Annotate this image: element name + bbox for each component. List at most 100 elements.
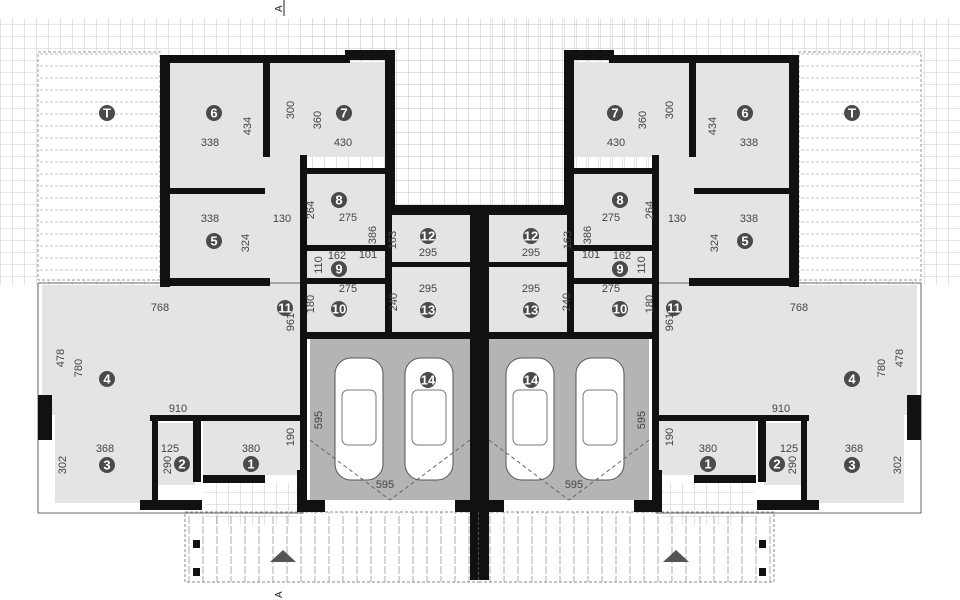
dimension-label: 780 xyxy=(876,359,888,377)
dimension-label: 275 xyxy=(602,212,620,224)
wall xyxy=(193,540,200,548)
dimension-label: 290 xyxy=(787,456,799,474)
dimension-label: 386 xyxy=(582,226,594,244)
car-icon xyxy=(404,357,454,481)
wall xyxy=(694,475,756,483)
room-number: 9 xyxy=(335,262,342,277)
dimension-label: 180 xyxy=(644,295,656,313)
wall xyxy=(303,278,388,284)
dimension-label: 910 xyxy=(169,403,187,415)
dimension-label: 300 xyxy=(664,101,676,119)
room-number: 1 xyxy=(247,457,254,472)
room-floor xyxy=(158,423,195,485)
room-number-badge xyxy=(844,371,860,387)
room-number: 9 xyxy=(616,262,623,277)
dimension-label: 240 xyxy=(561,293,573,311)
dimension-label: 780 xyxy=(73,359,85,377)
paving xyxy=(184,511,481,583)
dimension-label: 130 xyxy=(273,213,291,225)
room-number: 4 xyxy=(848,372,856,387)
dimension-label: 290 xyxy=(162,456,174,474)
dimension-label: 130 xyxy=(668,213,686,225)
room-number: 3 xyxy=(848,458,855,473)
wall xyxy=(759,568,766,576)
room-number-badge xyxy=(206,105,222,121)
section-marker-top: A xyxy=(274,5,285,12)
room-number: 3 xyxy=(103,458,110,473)
room-number-badge xyxy=(99,457,115,473)
wall xyxy=(689,62,696,157)
wall xyxy=(193,568,200,576)
wall xyxy=(789,55,799,287)
room-number: 10 xyxy=(613,302,627,317)
room-number-badge xyxy=(420,228,436,244)
wall xyxy=(907,395,921,440)
car-roof xyxy=(411,389,447,446)
room-number-badge xyxy=(523,302,539,318)
dimension-label: 430 xyxy=(607,137,625,149)
dimension-label: 162 xyxy=(613,250,631,262)
dimension-label: 595 xyxy=(565,479,583,491)
room-number: 2 xyxy=(178,457,185,472)
room-number: 1 xyxy=(704,457,711,472)
dimension-label: 961 xyxy=(664,313,676,331)
wall xyxy=(160,278,270,286)
room-number-badge xyxy=(331,301,347,317)
room-number: 7 xyxy=(611,106,618,121)
dimension-label: 275 xyxy=(339,283,357,295)
room-number: 14 xyxy=(421,373,436,388)
room-number: 5 xyxy=(210,234,217,249)
wall xyxy=(385,50,395,215)
room-number-badge xyxy=(420,302,436,318)
room-number: 12 xyxy=(524,229,538,244)
section-marker-bottom: A xyxy=(274,591,285,598)
dimension-label: 162 xyxy=(328,250,346,262)
room-number: 2 xyxy=(773,457,780,472)
dimension-label: 125 xyxy=(161,443,179,455)
wall xyxy=(300,500,325,512)
wall xyxy=(634,500,659,512)
terrace-pattern xyxy=(38,52,160,280)
wall xyxy=(297,470,307,512)
dimension-label: 338 xyxy=(201,213,219,225)
room-number-badge xyxy=(844,457,860,473)
wall xyxy=(385,205,470,215)
right-unit-geometry xyxy=(478,18,922,583)
wall xyxy=(390,262,472,267)
room-number-badge xyxy=(666,300,682,316)
dimension-label: 324 xyxy=(240,234,252,252)
wall xyxy=(489,500,504,512)
dimension-label: 264 xyxy=(644,201,656,219)
left-unit-geometry xyxy=(37,18,481,583)
car-icon xyxy=(334,357,384,481)
dimension-label: 240 xyxy=(388,293,400,311)
room-number-badge xyxy=(174,456,190,472)
wall xyxy=(140,500,202,510)
room-number-badge xyxy=(523,372,539,388)
garage-door-swing xyxy=(488,439,570,501)
dimension-label: 295 xyxy=(419,247,437,259)
wall xyxy=(652,470,662,512)
room-number-badge xyxy=(331,192,347,208)
room-number-badge xyxy=(277,300,293,316)
wall xyxy=(455,500,470,512)
dimension-label: 295 xyxy=(522,247,540,259)
room-number-badge xyxy=(844,105,860,121)
room-number: 7 xyxy=(340,106,347,121)
dimension-label: 430 xyxy=(334,137,352,149)
wall xyxy=(160,55,170,287)
dimension-label: 324 xyxy=(709,234,721,252)
dimension-label: 961 xyxy=(285,313,297,331)
wall xyxy=(758,420,766,482)
wall xyxy=(203,475,265,483)
wall xyxy=(38,395,52,440)
wall xyxy=(263,62,270,157)
wall xyxy=(567,210,574,335)
room-floor xyxy=(574,62,694,157)
wall xyxy=(564,50,614,60)
wall xyxy=(479,205,489,580)
wall xyxy=(470,205,480,580)
car-roof xyxy=(341,389,377,446)
dimension-label: 380 xyxy=(699,443,717,455)
